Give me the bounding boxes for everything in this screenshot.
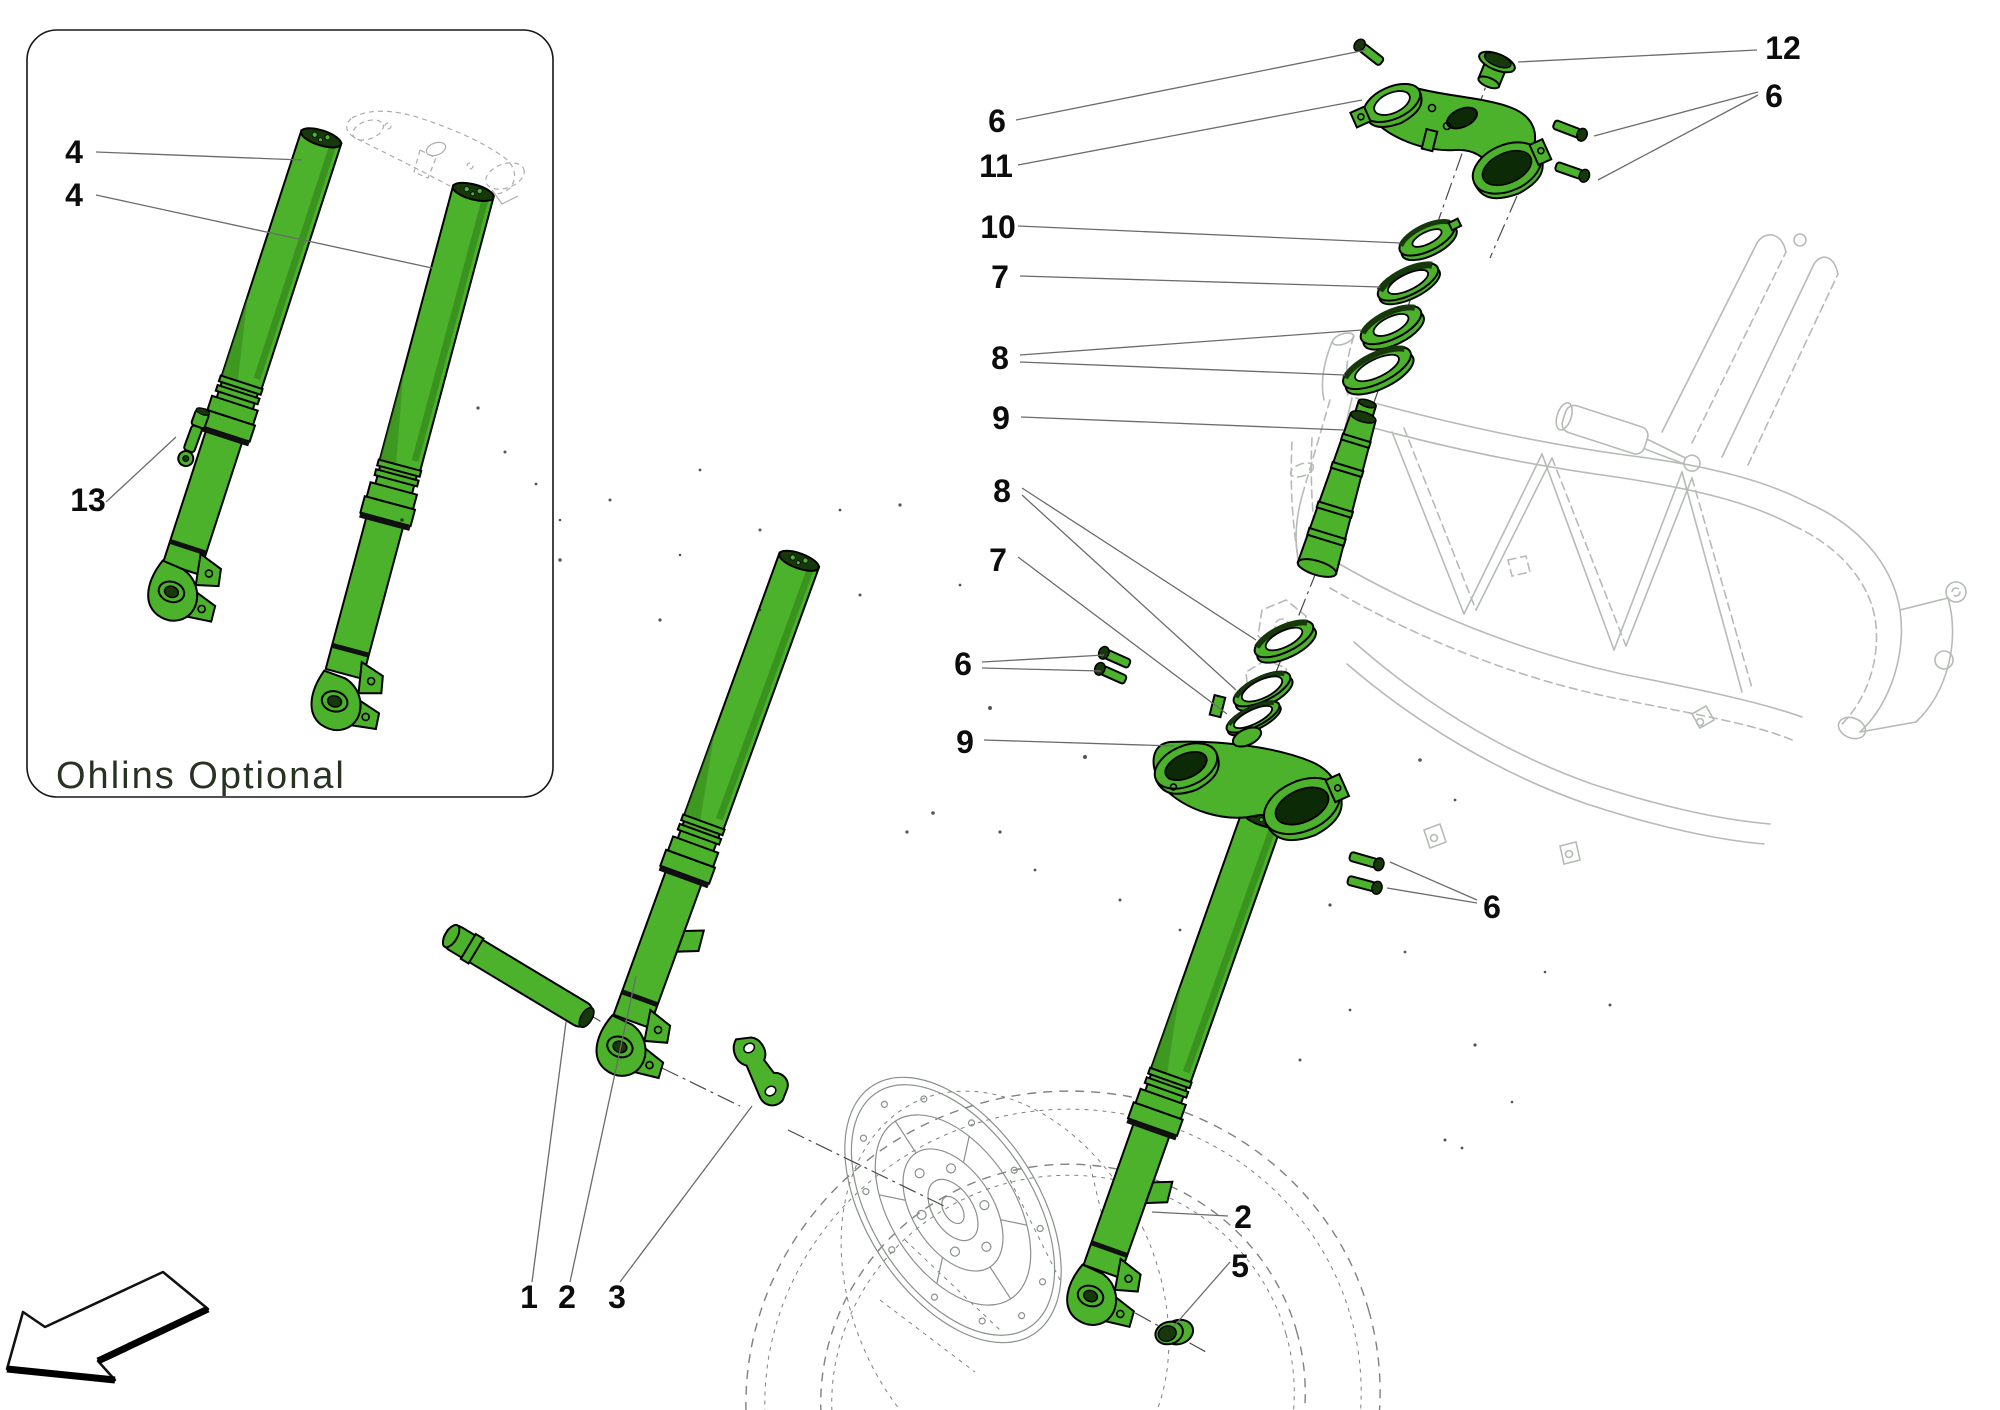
axle-nut-part5 bbox=[1154, 1318, 1195, 1346]
brake-disc-sketch bbox=[844, 1076, 1062, 1344]
callout-9-b: 9 bbox=[956, 724, 974, 760]
callout-2-b: 2 bbox=[1234, 1199, 1252, 1235]
bolt-6-low-2 bbox=[1346, 875, 1383, 895]
callout-6-a: 6 bbox=[988, 103, 1006, 139]
callout-4-inset-a: 4 bbox=[65, 134, 83, 170]
seal-ring-part7-upper bbox=[1376, 261, 1441, 306]
bolt-6-right-2 bbox=[1554, 161, 1591, 183]
bearing-part8-lower-a bbox=[1253, 619, 1317, 664]
front-wheel-sketch bbox=[745, 1090, 1381, 1410]
steering-stem-part9 bbox=[1296, 398, 1378, 578]
stipple-dots bbox=[400, 406, 1612, 1150]
callout-4-inset-b: 4 bbox=[65, 177, 83, 213]
callout-7-a: 7 bbox=[991, 259, 1009, 295]
callout-6-b: 6 bbox=[1765, 78, 1783, 114]
callout-7-b: 7 bbox=[989, 542, 1007, 578]
callout-1: 1 bbox=[520, 1279, 538, 1315]
ohlins-inset-box bbox=[26, 29, 554, 798]
inset-fork-leg-left bbox=[147, 127, 343, 623]
callout-13: 13 bbox=[70, 482, 106, 518]
bearing-part8-lower-b bbox=[1232, 670, 1294, 712]
frame-sketch bbox=[1245, 233, 1967, 865]
leader-lines bbox=[95, 49, 1759, 1327]
bearing-part8-upper-b bbox=[1342, 345, 1415, 396]
callout-11: 11 bbox=[979, 148, 1013, 184]
front-axle-part1 bbox=[441, 923, 595, 1029]
fork-leg-right bbox=[1066, 806, 1284, 1328]
direction-arrow bbox=[5, 1270, 210, 1384]
callout-12: 12 bbox=[1765, 30, 1801, 66]
fork-leg-left bbox=[595, 549, 821, 1080]
inset-adjuster-part13 bbox=[177, 407, 211, 468]
inset-clamp-sketch bbox=[346, 110, 525, 205]
bolt-6-mid-1 bbox=[1097, 645, 1132, 669]
bearing-part8-upper-a bbox=[1359, 304, 1425, 351]
caliper-bracket-part3 bbox=[732, 1036, 789, 1107]
callout-8-b: 8 bbox=[993, 473, 1011, 509]
callout-5: 5 bbox=[1231, 1248, 1249, 1284]
callout-3: 3 bbox=[608, 1279, 626, 1315]
bolt-6-low-1 bbox=[1348, 851, 1385, 872]
bolt-6-mid-2 bbox=[1093, 661, 1128, 685]
callout-8-a: 8 bbox=[991, 340, 1009, 376]
dust-seal-part10 bbox=[1398, 217, 1463, 262]
inset-caption: Ohlins Optional bbox=[56, 755, 346, 797]
callout-9-a: 9 bbox=[992, 400, 1010, 436]
bolt-6-right-1 bbox=[1552, 119, 1588, 142]
callout-labels: 4 4 13 6 11 10 7 8 9 8 7 6 9 12 6 6 2 5 … bbox=[65, 30, 1801, 1315]
bolt-6-top-left bbox=[1353, 38, 1385, 66]
callout-10: 10 bbox=[980, 209, 1016, 245]
top-triple-clamp bbox=[1349, 82, 1553, 200]
callout-2-a: 2 bbox=[558, 1279, 576, 1315]
callout-6-c: 6 bbox=[954, 646, 972, 682]
seal-ring-part7-lower bbox=[1225, 700, 1282, 737]
bottom-triple-clamp bbox=[1152, 693, 1351, 842]
inset-fork-leg-right bbox=[310, 181, 495, 732]
steering-cap-nut bbox=[1477, 50, 1516, 90]
callout-6-d: 6 bbox=[1483, 889, 1501, 925]
